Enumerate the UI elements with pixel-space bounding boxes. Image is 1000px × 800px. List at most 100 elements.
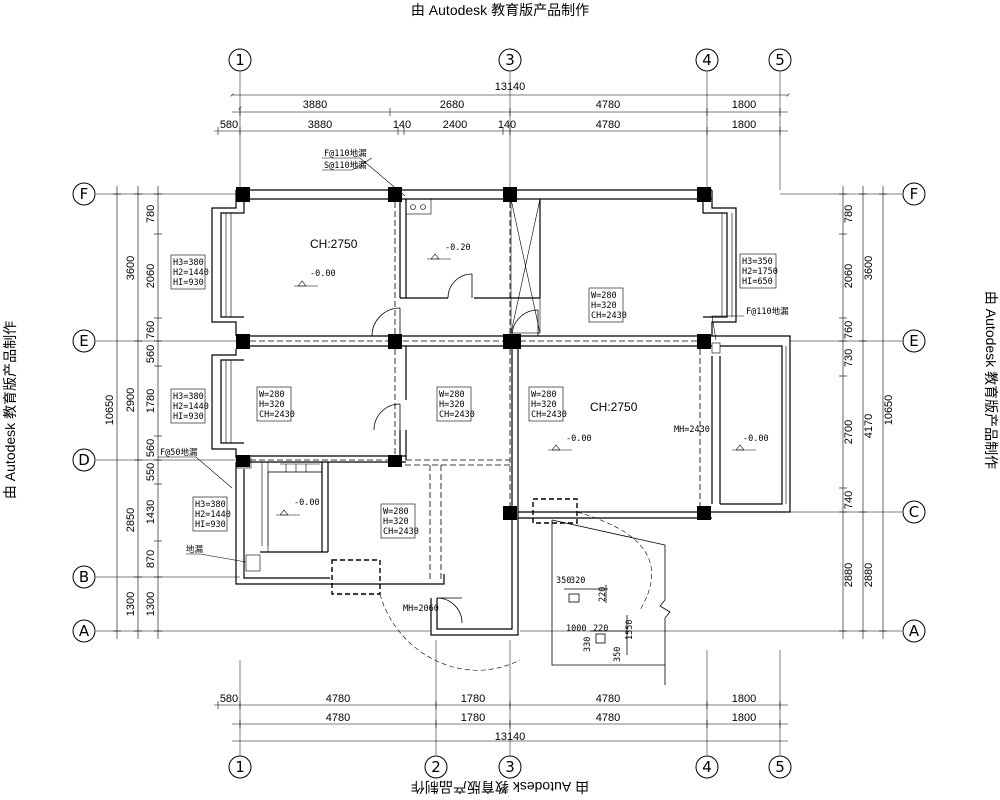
dim-bot-r2-2: 4780 (596, 712, 620, 724)
level-living: -0.00 (566, 434, 592, 444)
dim-top-r1-1: 2680 (440, 99, 464, 111)
grid-label-bottom-1: 1 (235, 758, 245, 776)
beam-c-ch: CH=2430 (439, 410, 475, 420)
beam-b-ch: CH=2430 (259, 410, 295, 420)
dim-right-in-3: 730 (843, 349, 855, 367)
grid-label-left-A: A (79, 622, 90, 640)
dim-bot-r2-0: 4780 (326, 712, 350, 724)
dim-top-r2-1: 3880 (308, 119, 332, 131)
detail-dim-320: 320 (570, 576, 585, 586)
watermark-left: 由 Autodesk 教育版产品制作 (2, 321, 18, 499)
beam-k-w: W=280 (591, 291, 617, 301)
dim-bot-r2-3: 1800 (732, 712, 756, 724)
watermark-top: 由 Autodesk 教育版产品制作 (411, 2, 589, 18)
detail-inset (551, 519, 671, 685)
dim-bot-total: 13140 (495, 731, 526, 743)
dim-bot-r1-4: 1800 (732, 693, 756, 705)
beam-e-h: H=320 (383, 517, 409, 527)
left-dimension-lines (113, 186, 162, 639)
beam-e-w: W=280 (383, 507, 409, 517)
grid-label-top-3: 3 (505, 51, 515, 69)
watermark-bottom: 由 Autodesk 教育版产品制作 (411, 779, 589, 795)
callout-floor-drain: 地漏 (186, 544, 204, 555)
bottom-dimension-lines (214, 701, 788, 742)
grid-label-bottom-3: 3 (505, 758, 515, 776)
grid-label-bottom-4: 4 (702, 758, 712, 776)
room-ceiling-height-bedroom: CH:2750 (310, 237, 358, 251)
grid-label-top-1: 1 (235, 51, 245, 69)
dim-left-in-0: 780 (145, 205, 157, 223)
dim-top-r1-2: 4780 (596, 99, 620, 111)
top-dimension-lines (214, 95, 788, 135)
grid-label-right-A: A (909, 622, 920, 640)
watermark-right: 由 Autodesk 教育版产品制作 (983, 291, 999, 469)
beam-k-ch: CH=2430 (591, 311, 627, 321)
level-balcony: -0.00 (743, 434, 769, 444)
dim-left-in-1: 2060 (145, 264, 157, 288)
level-markers (276, 253, 756, 516)
grid-label-right-E: E (909, 332, 918, 350)
detail-dim-220b: 220 (593, 624, 608, 634)
mh-entry: MH=2060 (403, 604, 439, 614)
dim-right-mid-3: 2880 (863, 563, 875, 587)
beam-c-h: H=320 (439, 400, 465, 410)
dim-right-in-5: 740 (843, 491, 855, 509)
win-lc-hi: HI=930 (195, 520, 226, 530)
dim-left-mid-1: 2900 (125, 388, 137, 412)
grid-lines (96, 72, 902, 755)
level-kitchen: -0.20 (445, 243, 471, 253)
dim-top-r2-6: 1800 (732, 119, 756, 131)
dashed-callout-boxes (331, 498, 578, 595)
callout-fire-d: F@50地漏 (160, 447, 198, 458)
beam-c-w: W=280 (439, 390, 465, 400)
callout-leaders (158, 157, 744, 563)
dim-left-outer: 10650 (104, 395, 116, 426)
dim-top-r2-5: 4780 (596, 119, 620, 131)
grid-label-top-5: 5 (775, 51, 785, 69)
dim-top-r1-0: 3880 (303, 99, 327, 111)
detail-dim-330: 330 (583, 637, 593, 652)
detail-dim-220a: 220 (598, 587, 608, 602)
detail-dim-1000: 1000 (566, 624, 586, 634)
beam-k-h: H=320 (591, 301, 617, 311)
dim-left-in-6: 550 (145, 463, 157, 481)
callout-sewer: S@110地漏 (324, 160, 367, 171)
dim-left-in-7: 1430 (145, 500, 157, 524)
level-bedroom: -0.00 (310, 269, 336, 279)
dim-top-r2-3: 2400 (443, 119, 467, 131)
grid-label-left-D: D (78, 451, 90, 469)
win-lb-h3: H3=380 (173, 392, 204, 402)
room-ceiling-height-living: CH:2750 (590, 400, 638, 414)
window-info-boxes (170, 253, 777, 539)
dim-left-in-5: 560 (145, 439, 157, 457)
dim-bot-r2-1: 1780 (461, 712, 485, 724)
dim-right-in-1: 2060 (843, 264, 855, 288)
dim-left-in-3: 560 (145, 345, 157, 363)
mh-living: MH=2430 (674, 425, 710, 435)
grid-label-left-B: B (79, 568, 89, 586)
structural-columns (236, 187, 711, 520)
detail-dim-350b: 350 (613, 647, 623, 662)
grid-label-top-4: 4 (702, 51, 712, 69)
grid-label-left-E: E (79, 332, 88, 350)
dim-left-in-4: 1780 (145, 389, 157, 413)
bath-fixture (236, 342, 721, 572)
dim-left-mid-3: 1300 (125, 592, 137, 616)
detail-leader-curves (379, 511, 652, 671)
dim-bot-r1-1: 4780 (326, 693, 350, 705)
dim-bot-r1-2: 1780 (461, 693, 485, 705)
beam-e-ch: CH=2430 (383, 527, 419, 537)
dim-right-in-0: 780 (843, 205, 855, 223)
dim-left-in-8: 870 (145, 550, 157, 568)
win-ra-h3: H3=350 (742, 257, 773, 267)
win-lc-h2: H2=1440 (195, 510, 231, 520)
win-la-h3: H3=380 (173, 258, 204, 268)
dim-bot-r1-0: 580 (220, 693, 238, 705)
grid-label-left-F: F (80, 185, 89, 203)
dim-right-mid-2: 2880 (843, 563, 855, 587)
dim-bot-r1-3: 4780 (596, 693, 620, 705)
beam-b-h: H=320 (259, 400, 285, 410)
level-bath: -0.00 (294, 498, 320, 508)
detail-dim-350: 350 (556, 576, 571, 586)
